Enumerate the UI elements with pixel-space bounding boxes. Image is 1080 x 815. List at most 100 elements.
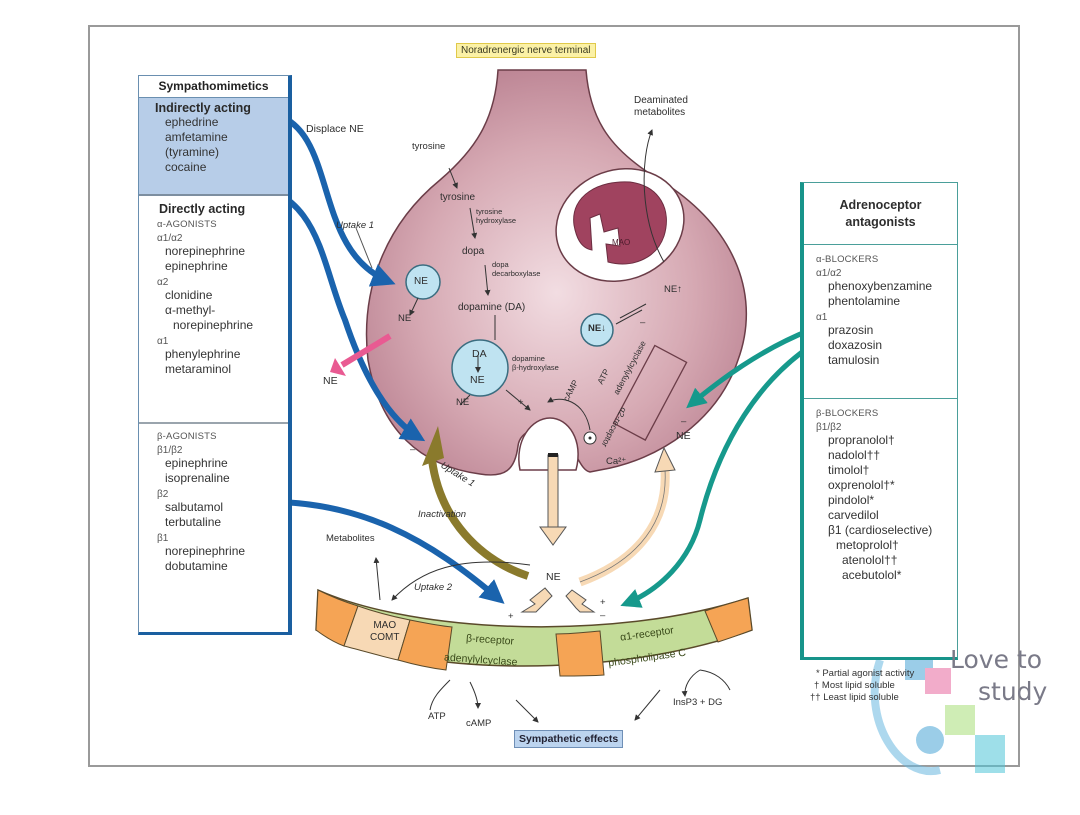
drug-item: dobutamine xyxy=(165,559,228,573)
indirectly-acting-section: Indirectly acting ephedrine amfetamine (… xyxy=(139,98,288,196)
group-label: β1/β2 xyxy=(816,422,842,433)
ne-in-vesicle-label: NE xyxy=(470,374,485,386)
drug-item: nadolol†† xyxy=(828,448,881,462)
drug-item: tamulosin xyxy=(828,353,880,367)
group-label: α2 xyxy=(157,277,169,288)
uptake1-top-label: Uptake 1 xyxy=(336,220,375,231)
da-label: DA xyxy=(472,348,487,360)
group-label: α1/α2 xyxy=(816,268,842,279)
ne-right-label: NE xyxy=(676,430,691,442)
plus-sign-release: + xyxy=(518,397,524,408)
sympathomimetics-panel: Sympathomimetics Indirectly acting ephed… xyxy=(138,75,292,635)
alpha2-receptor-box xyxy=(612,344,688,441)
footnote-least-lipid: †† Least lipid soluble xyxy=(810,692,899,703)
drug-item: timolol† xyxy=(828,463,870,477)
footnote-partial-agonist: * Partial agonist activity xyxy=(816,668,915,679)
minus-sign-storage: – xyxy=(640,317,646,328)
beta-agonists-section: β-AGONISTS β1/β2 epinephrine isoprenalin… xyxy=(139,424,288,574)
ne-cytoplasm-label: NE xyxy=(398,313,412,324)
drug-item: propranolol† xyxy=(828,433,895,447)
alpha-agonists-caption: α-AGONISTS xyxy=(157,219,217,230)
release-notch xyxy=(518,417,579,471)
group-label: β1 xyxy=(157,533,169,544)
directly-acting-title: Directly acting xyxy=(159,202,246,216)
sympathetic-effects-box: Sympathetic effects xyxy=(514,730,624,748)
drug-item: α-methyl- xyxy=(165,303,216,317)
ne-cleft-label: NE xyxy=(546,571,561,583)
watermark-line2: study xyxy=(978,677,1048,706)
watermark-line1: Love to xyxy=(950,645,1043,674)
uptake2-label: Uptake 2 xyxy=(414,582,453,593)
diagram-title: Noradrenergic nerve terminal xyxy=(456,43,596,58)
metabolites-label: Metabolites xyxy=(326,533,375,544)
ne-increase-label: NE↑ xyxy=(664,284,682,295)
mao-label: MAO xyxy=(612,238,631,247)
drug-item: oxprenolol†* xyxy=(828,478,895,492)
footnotes: * Partial agonist activity † Most lipid … xyxy=(810,668,914,704)
antagonists-panel: Adrenoceptor antagonists α-BLOCKERS α1/α… xyxy=(800,182,958,660)
inactivation-label: Inactivation xyxy=(418,509,467,520)
beta-blockers-caption: β-BLOCKERS xyxy=(816,408,879,419)
ne-decrease-label: NE↓ xyxy=(588,323,606,334)
alpha-blocker-arrow-2 xyxy=(620,342,814,608)
sympathomimetics-header: Sympathomimetics xyxy=(139,76,288,98)
drug-item: carvedilol xyxy=(828,508,879,522)
group-label: α1/α2 xyxy=(157,233,183,244)
membrane-orange-3 xyxy=(555,630,605,677)
drug-item: (tyramine) xyxy=(165,145,220,159)
minus-sign-uptake1: – xyxy=(410,444,416,455)
ne-released-label: NE xyxy=(323,375,338,387)
group-label: β1/β2 xyxy=(157,445,183,456)
drug-item: salbutamol xyxy=(165,500,224,514)
directly-acting-section: Directly acting α-AGONISTS α1/α2 norepin… xyxy=(139,196,288,424)
drug-item: metoprolol† xyxy=(836,538,899,552)
beta-blockers-section: β-BLOCKERS β1/β2 propranolol† nadolol†† … xyxy=(804,399,957,583)
dopa-decarboxylase-label: dopa decarboxylase xyxy=(492,260,541,278)
drug-item: prazosin xyxy=(828,323,874,337)
drug-item: ephedrine xyxy=(165,115,219,129)
membrane-orange-2 xyxy=(397,619,453,671)
drug-item: doxazosin xyxy=(828,338,883,352)
drug-item: clonidine xyxy=(165,288,213,302)
dopamine-label: dopamine (DA) xyxy=(458,302,526,313)
beta-agonists-caption: β-AGONISTS xyxy=(157,431,217,442)
dopa-label: dopa xyxy=(462,246,485,257)
membrane-orange-4 xyxy=(704,597,753,643)
camp-postsynaptic-label: cAMP xyxy=(466,718,492,729)
vesicle-ne-uptake xyxy=(405,264,441,300)
ne-to-alpha1-arrow xyxy=(565,589,596,613)
indirectly-acting-title: Indirectly acting xyxy=(155,101,251,115)
drug-item: norepinephrine xyxy=(173,318,254,332)
drug-item: amfetamine xyxy=(165,130,228,144)
plus-sign-alpha1: + xyxy=(600,597,606,608)
drug-item: epinephrine xyxy=(165,259,228,273)
drug-item: phenoxybenzamine xyxy=(828,279,933,293)
drug-item: norepinephrine xyxy=(165,244,246,258)
postsynaptic-membrane xyxy=(315,588,753,677)
drug-item: epinephrine xyxy=(165,456,228,470)
group-label: α1 xyxy=(816,312,828,323)
group-label: α1 xyxy=(157,336,169,347)
drug-item: metaraminol xyxy=(165,362,232,376)
watermark-logo xyxy=(870,640,1005,776)
drug-item: phentolamine xyxy=(828,294,901,308)
ne-to-beta-arrow xyxy=(520,587,553,613)
group-label: β2 xyxy=(157,489,169,500)
alpha-blockers-section: α-BLOCKERS α1/α2 phenoxybenzamine phento… xyxy=(804,245,957,399)
plus-sign-beta: + xyxy=(508,611,514,622)
calcium-label: Ca²⁺ xyxy=(606,456,627,467)
drug-item: atenolol†† xyxy=(842,553,898,567)
tyrosine-hydroxylase-label: tyrosine hydroxylase xyxy=(476,207,517,225)
drug-item: acebutolol* xyxy=(842,568,902,582)
drug-item: terbutaline xyxy=(165,515,222,529)
ne-release-down-arrow xyxy=(547,454,559,528)
insp3-dg-label: InsP3 + DG xyxy=(673,697,723,708)
beta-agonist-arrow xyxy=(261,498,505,604)
footnote-most-lipid: † Most lipid soluble xyxy=(814,680,895,691)
tyrosine-outside-label: tyrosine xyxy=(412,141,446,152)
drug-item: isoprenaline xyxy=(165,471,230,485)
drug-item: cocaine xyxy=(165,160,207,174)
tyrosine-inside-label: tyrosine xyxy=(440,192,476,203)
atp-postsynaptic-label: ATP xyxy=(428,711,446,722)
